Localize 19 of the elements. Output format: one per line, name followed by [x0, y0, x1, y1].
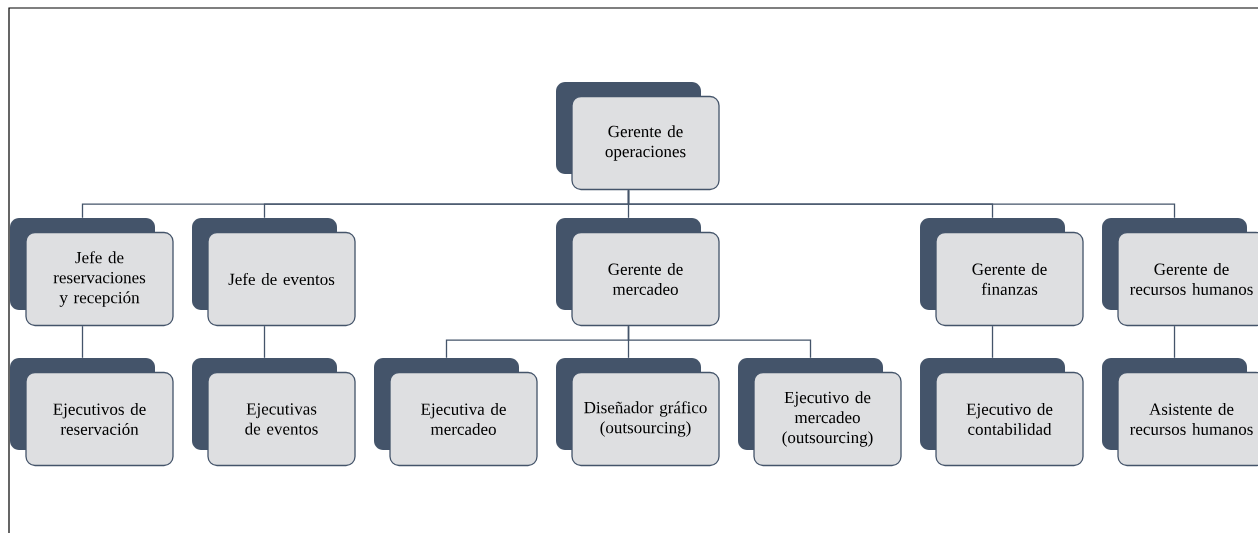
- org-box: Gerente de mercadeo: [556, 218, 720, 327]
- org-box: Ejecutivo de mercadeo (outsourcing): [738, 358, 902, 467]
- org-box: Gerente de recursos humanos: [1102, 218, 1258, 327]
- org-box: Ejecutivo de contabilidad: [920, 358, 1084, 467]
- org-box: Asistente de recursos humanos: [1102, 358, 1258, 467]
- org-box: Jefe de reservaciones y recepción: [10, 218, 174, 327]
- org-box: Ejecutivas de eventos: [192, 358, 356, 467]
- connector-line: [1173, 325, 1176, 359]
- org-box: Ejecutiva de mercadeo: [374, 358, 538, 467]
- org-box: Ejecutivos de reservación: [10, 358, 174, 467]
- org-box: Gerente de operaciones: [556, 82, 720, 191]
- org-box: Gerente de finanzas: [920, 218, 1084, 327]
- connector-line: [81, 325, 84, 359]
- connector-line: [627, 189, 1176, 219]
- org-box: Jefe de eventos: [192, 218, 356, 327]
- connector-line: [263, 325, 266, 359]
- connector-line: [991, 325, 994, 359]
- connector-line: [627, 325, 812, 359]
- org-box: Diseñador gráfico (outsourcing): [556, 358, 720, 467]
